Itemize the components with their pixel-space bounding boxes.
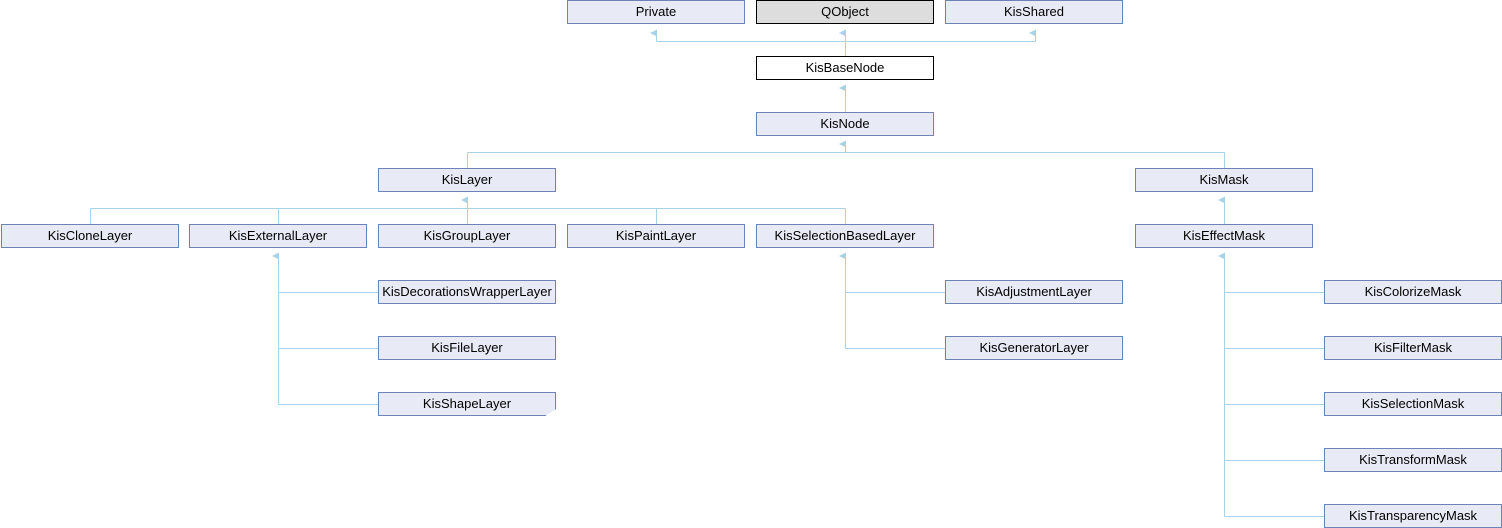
class-node-kismask[interactable]: KisMask	[1135, 168, 1313, 192]
class-node-private[interactable]: Private	[567, 0, 745, 24]
class-node-kisbasenode[interactable]: KisBaseNode	[756, 56, 934, 80]
edge-group-kisselectionbasedlayer-children	[839, 252, 945, 349]
class-node-kiscolorizemask[interactable]: KisColorizeMask	[1324, 280, 1502, 304]
edge-group-basenode-parents	[650, 29, 1036, 56]
edge-group-kislayer-children	[90, 196, 846, 224]
edge-group-kiseffectmask-children	[1218, 252, 1324, 517]
class-node-label: KisMask	[1199, 172, 1249, 187]
class-node-kisgrouplayer[interactable]: KisGroupLayer	[378, 224, 556, 248]
class-node-label: KisPaintLayer	[615, 228, 697, 243]
class-node-label: KisColorizeMask	[1364, 284, 1462, 299]
class-node-kisclonelayer[interactable]: KisCloneLayer	[1, 224, 179, 248]
class-node-label: KisSelectionMask	[1361, 396, 1465, 411]
class-node-label: KisFilterMask	[1373, 340, 1452, 355]
class-node-kistransformmask[interactable]: KisTransformMask	[1324, 448, 1502, 472]
class-node-kislayer[interactable]: KisLayer	[378, 168, 556, 192]
class-node-kisadjustmentlayer[interactable]: KisAdjustmentLayer	[945, 280, 1123, 304]
class-node-kisexternallayer[interactable]: KisExternalLayer	[189, 224, 367, 248]
class-node-label: KisLayer	[441, 172, 493, 187]
class-node-label: KisTransformMask	[1359, 452, 1467, 467]
class-node-kisfilelayer[interactable]: KisFileLayer	[378, 336, 556, 360]
class-node-qobject[interactable]: QObject	[756, 0, 934, 24]
class-node-kisnode[interactable]: KisNode	[756, 112, 934, 136]
class-node-label: KisExternalLayer	[228, 228, 328, 243]
class-node-label: KisSelectionBasedLayer	[774, 228, 916, 243]
class-node-kisselectionmask[interactable]: KisSelectionMask	[1324, 392, 1502, 416]
class-node-label: KisFileLayer	[431, 340, 503, 355]
class-node-kisshared[interactable]: KisShared	[945, 0, 1123, 24]
class-node-kisgeneratorlayer[interactable]: KisGeneratorLayer	[945, 336, 1123, 360]
edge-group-kisexternallayer-children	[272, 252, 378, 405]
class-node-label: KisShared	[1004, 4, 1064, 19]
class-node-kiseffectmask[interactable]: KisEffectMask	[1135, 224, 1313, 248]
class-node-label: KisGroupLayer	[423, 228, 511, 243]
class-node-label: KisAdjustmentLayer	[976, 284, 1092, 299]
class-node-label: KisCloneLayer	[47, 228, 133, 243]
class-node-kisselectionbasedlayer[interactable]: KisSelectionBasedLayer	[756, 224, 934, 248]
class-node-label: KisEffectMask	[1182, 228, 1266, 243]
class-node-label: KisBaseNode	[805, 60, 885, 75]
class-node-label: Private	[635, 4, 677, 19]
class-node-kisshapelayer[interactable]: KisShapeLayer	[378, 392, 556, 416]
class-node-kispaintlayer[interactable]: KisPaintLayer	[567, 224, 745, 248]
class-node-label: KisNode	[820, 116, 870, 131]
class-node-label: KisTransparencyMask	[1348, 508, 1478, 523]
class-node-kisfiltermask[interactable]: KisFilterMask	[1324, 336, 1502, 360]
class-node-label: KisGeneratorLayer	[979, 340, 1089, 355]
class-node-label: KisDecorationsWrapperLayer	[382, 284, 552, 299]
class-node-kisdecorationswrapper[interactable]: KisDecorationsWrapperLayer	[378, 280, 556, 304]
class-node-label: KisShapeLayer	[422, 396, 512, 411]
edge-group-kisnode-children	[467, 140, 1225, 168]
class-node-label: QObject	[821, 4, 869, 19]
class-node-kistransparencymask[interactable]: KisTransparencyMask	[1324, 504, 1502, 528]
